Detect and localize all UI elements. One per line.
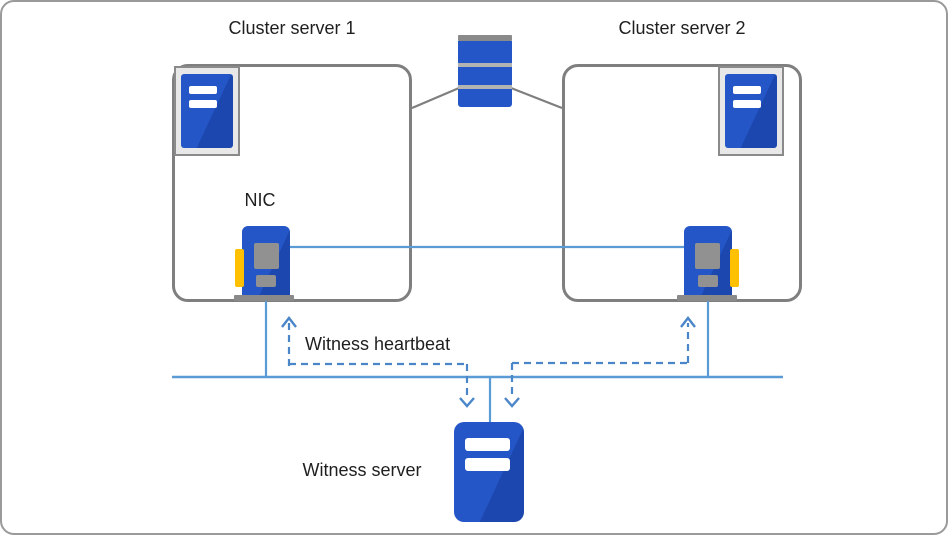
storage-disk — [458, 67, 512, 85]
nic-slot — [698, 275, 718, 287]
heartbeat-arrow-down-left-icon — [459, 397, 475, 408]
storage-separator — [458, 85, 512, 89]
server-slot — [733, 100, 761, 108]
server-slot — [189, 86, 217, 94]
storage-link-left-line — [411, 86, 460, 110]
nic-connector-tab — [730, 249, 739, 287]
nic2-base — [677, 295, 737, 301]
storage-separator — [458, 63, 512, 67]
nic1-base — [234, 295, 294, 301]
nic-label: NIC — [244, 190, 276, 210]
heartbeat-arrow-up-left-icon — [281, 316, 297, 328]
storage-link-right-line — [510, 86, 563, 110]
storage-disk — [458, 41, 512, 63]
cluster1-title: Cluster server 1 — [228, 18, 356, 38]
server-slot — [465, 458, 510, 471]
witness-label: Witness server — [302, 460, 422, 480]
server-icon-cluster1 — [174, 66, 240, 156]
server-body — [181, 74, 233, 148]
heartbeat-label: Witness heartbeat — [305, 334, 451, 354]
server-body — [725, 74, 777, 148]
storage-disk — [458, 89, 512, 107]
storage-cap — [458, 35, 512, 41]
heartbeat-arrow-down-right-icon — [504, 397, 520, 408]
nic-port — [695, 243, 720, 269]
shared-storage-icon — [458, 35, 512, 107]
witness-server-icon — [454, 422, 524, 522]
server-slot — [189, 100, 217, 108]
server-slot — [733, 86, 761, 94]
server-slot — [465, 438, 510, 451]
nic-connector-tab — [235, 249, 244, 287]
nic-port — [254, 243, 279, 269]
cluster2-title: Cluster server 2 — [618, 18, 746, 38]
server-icon-cluster2 — [718, 66, 784, 156]
heartbeat-arrow-up-right-icon — [680, 316, 696, 328]
nic-slot — [256, 275, 276, 287]
